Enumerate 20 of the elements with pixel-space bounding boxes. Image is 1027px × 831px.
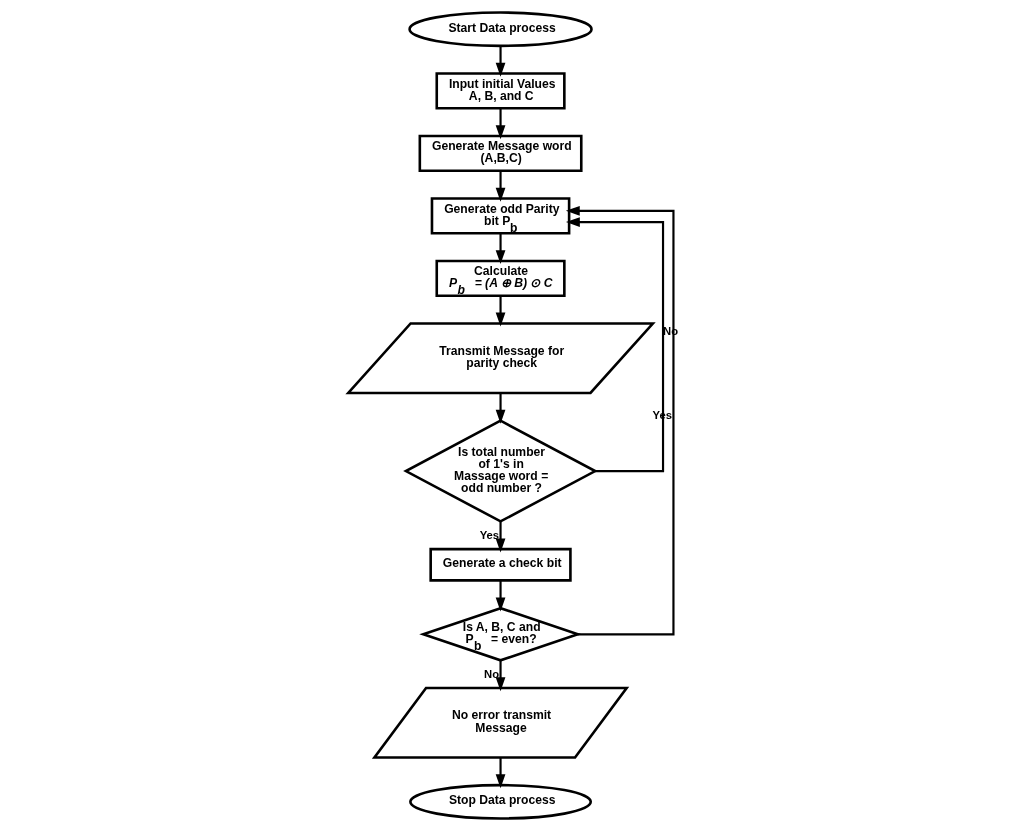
arrow bbox=[495, 233, 505, 265]
arrow bbox=[495, 521, 505, 553]
arrow bbox=[495, 46, 505, 77]
edge-label: No bbox=[483, 667, 499, 680]
arrow bbox=[495, 660, 505, 692]
arrow bbox=[565, 205, 675, 636]
arrow bbox=[495, 757, 505, 789]
node-diamond: Is total number of 1's in Massage word = odd number ? bbox=[402, 419, 598, 523]
node-box: Input initial Values A, B, and C bbox=[434, 72, 566, 110]
node-box: Generate Message word (A,B,C) bbox=[418, 134, 583, 173]
node-box: Generate a check bit bbox=[428, 547, 572, 582]
arrow bbox=[495, 170, 505, 202]
node-ellipse: Stop Data process bbox=[408, 783, 592, 820]
arrow bbox=[495, 108, 505, 140]
edge-label: Yes bbox=[479, 528, 499, 541]
arrow bbox=[495, 296, 505, 327]
arrow bbox=[565, 217, 664, 473]
node-ellipse: Start Data process bbox=[407, 11, 593, 48]
arrow bbox=[495, 393, 505, 424]
arrow bbox=[495, 580, 505, 612]
